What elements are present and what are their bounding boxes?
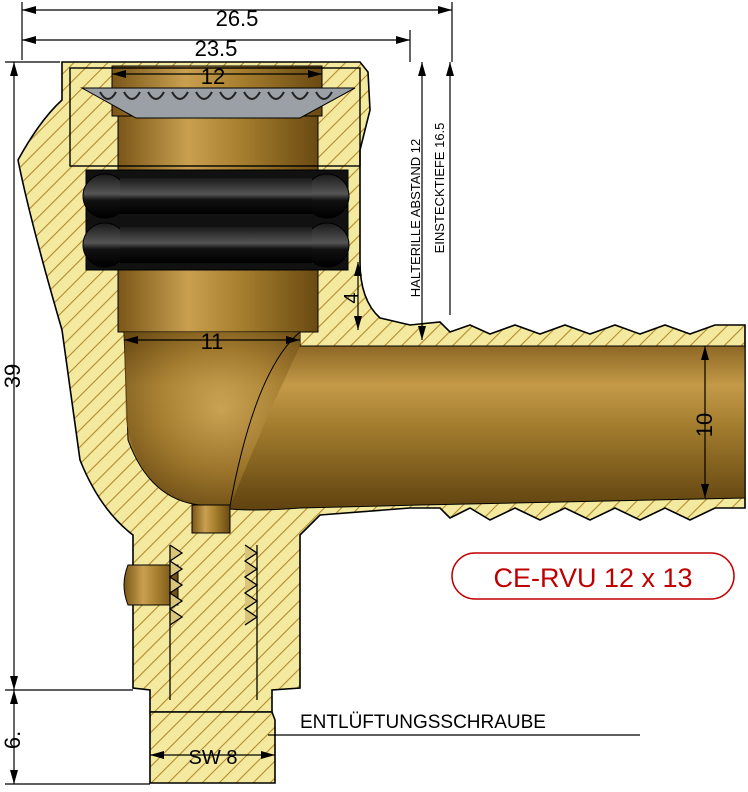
screw-hex-head <box>149 711 276 784</box>
dim-bore-lower: 11 <box>201 329 224 354</box>
elbow-curve <box>124 332 300 506</box>
dim-height: 39 <box>0 364 25 388</box>
annotation-halterille: HALTERILLE ABSTAND 12 <box>408 139 423 297</box>
retaining-ring <box>80 87 356 119</box>
dim-bore-top: 12 <box>201 64 225 89</box>
product-code: CE-RVU 12 x 13 <box>493 563 692 593</box>
annotation-vent-screw: ENTLÜFTUNGSSCHRAUBE <box>300 712 546 733</box>
dim-screw-height: 6. <box>0 731 25 749</box>
dim-overall-width: 26.5 <box>216 6 259 31</box>
dim-body-width: 23.5 <box>195 36 238 61</box>
screw-thread <box>168 544 259 700</box>
dim-groove: 4 <box>341 292 363 303</box>
dim-wrench-size: SW 8 <box>189 747 238 769</box>
dim-pipe-bore: 10 <box>692 413 717 437</box>
dimension-lines <box>5 2 706 785</box>
dimension-arrows <box>10 6 709 784</box>
product-code-box <box>451 552 735 600</box>
annotation-einstecktiefe: EINSTECKTIEFE 16.5 <box>432 123 447 254</box>
o-ring-upper <box>82 173 350 219</box>
o-ring-lower <box>82 222 350 268</box>
vent-channel <box>191 504 231 534</box>
